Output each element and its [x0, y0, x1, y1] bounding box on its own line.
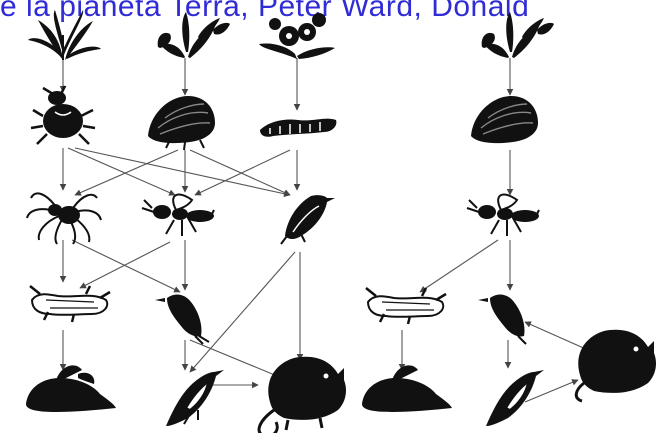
right-food-web	[362, 12, 656, 426]
bird-icon	[478, 295, 526, 344]
bird-icon	[155, 295, 209, 344]
plant-icon	[482, 12, 554, 58]
possum-icon	[576, 330, 656, 401]
leafhopper-icon	[148, 96, 215, 150]
wasp-icon	[467, 195, 539, 236]
beetle-icon	[31, 86, 95, 144]
small-bird-icon	[281, 195, 335, 244]
lizard-icon	[366, 288, 446, 324]
lizard-icon	[30, 286, 110, 322]
kingfisher-icon	[166, 370, 224, 426]
wasp-icon	[142, 195, 214, 236]
plant-icon	[28, 10, 101, 60]
flowering-plant-icon	[259, 13, 335, 59]
caterpillar-icon	[260, 119, 336, 137]
plant-icon	[158, 12, 230, 58]
leafhopper-icon	[471, 96, 538, 143]
spider-icon	[27, 193, 101, 244]
mole-icon	[26, 365, 116, 412]
possum-icon	[259, 357, 346, 433]
left-food-web	[26, 10, 346, 433]
mole-icon	[362, 365, 452, 412]
